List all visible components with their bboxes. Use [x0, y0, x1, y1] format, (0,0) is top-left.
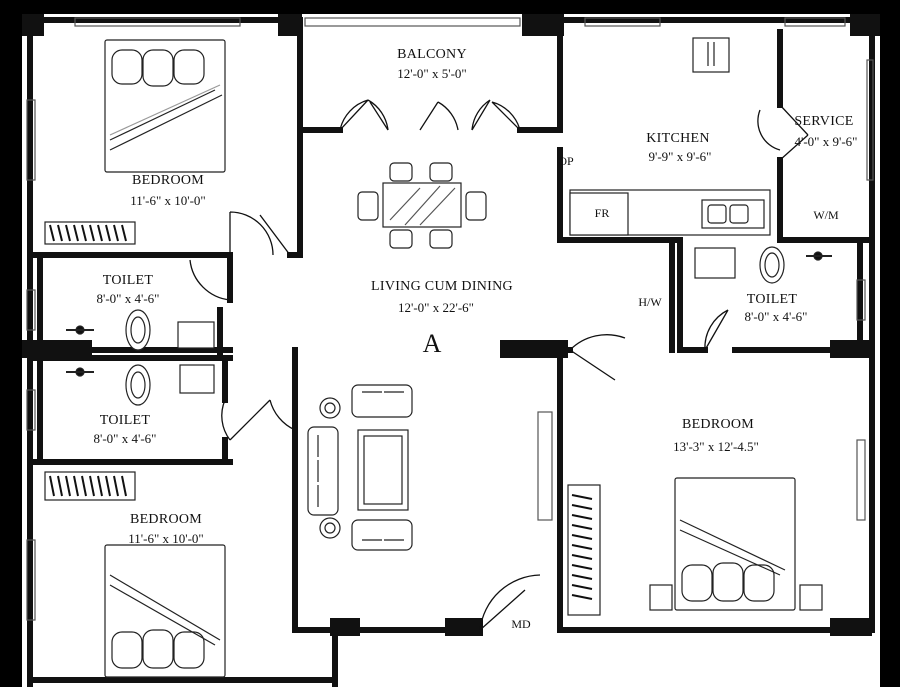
bedroom-top-left-size: 11'-6" x 10'-0": [130, 193, 205, 208]
balcony-size: 12'-0" x 5'-0": [397, 66, 466, 81]
main-door-label: MD: [511, 617, 531, 631]
toilet-left-upper-name: TOILET: [103, 273, 154, 288]
balcony-name: BALCONY: [397, 47, 467, 62]
toilet-lower-fixtures: [66, 364, 215, 406]
fridge-label: FR: [595, 206, 610, 220]
sofa-set: [307, 384, 413, 551]
toilet-left-lower-name: TOILET: [100, 413, 151, 428]
fixture-labels: OP FR W/M H/W MD A: [423, 154, 839, 631]
bedroom-top-left-name: BEDROOM: [132, 173, 204, 188]
living-name: LIVING CUM DINING: [371, 279, 513, 294]
wardrobe-bottom-left: [44, 471, 136, 501]
furniture: [44, 37, 832, 678]
kitchen-size: 9'-9" x 9'-6": [649, 149, 712, 164]
dining-table: [357, 162, 487, 249]
living-size: 12'-0" x 22'-6": [398, 300, 474, 315]
bed-bottom-left: [104, 544, 226, 678]
toilet-right-name: TOILET: [747, 292, 798, 307]
columns: [22, 14, 880, 636]
toilet-right-size: 8'-0" x 4'-6": [745, 309, 808, 324]
bed-right: [649, 477, 823, 611]
bedroom-bottom-left-size: 11'-6" x 10'-0": [128, 531, 203, 546]
room-labels: BALCONY 12'-0" x 5'-0" KITCHEN 9'-9" x 9…: [94, 47, 858, 546]
kitchen-name: KITCHEN: [646, 131, 710, 146]
bed-top-left: [104, 39, 226, 173]
wardrobe-top-left: [44, 221, 136, 245]
bedroom-bottom-left-name: BEDROOM: [130, 512, 202, 527]
toilet-left-lower-size: 8'-0" x 4'-6": [94, 431, 157, 446]
walls: [27, 17, 875, 687]
wardrobe-right-bedroom: [567, 484, 601, 616]
unit-label: A: [423, 329, 442, 358]
toilet-right-fixtures: [694, 246, 832, 284]
washing-machine-label: W/M: [813, 208, 839, 222]
toilet-upper-fixtures: [66, 309, 215, 351]
bedroom-right-name: BEDROOM: [682, 417, 754, 432]
kitchen-fixtures: [569, 37, 771, 236]
doors: [189, 99, 809, 631]
hot-water-label: H/W: [638, 295, 662, 309]
windows: [26, 17, 874, 621]
service-name: SERVICE: [794, 114, 853, 129]
toilet-left-upper-size: 8'-0" x 4'-6": [97, 291, 160, 306]
op-label: OP: [558, 154, 574, 168]
service-size: 4'-0" x 9'-6": [795, 134, 858, 149]
bedroom-right-size: 13'-3" x 12'-4.5": [673, 439, 759, 454]
